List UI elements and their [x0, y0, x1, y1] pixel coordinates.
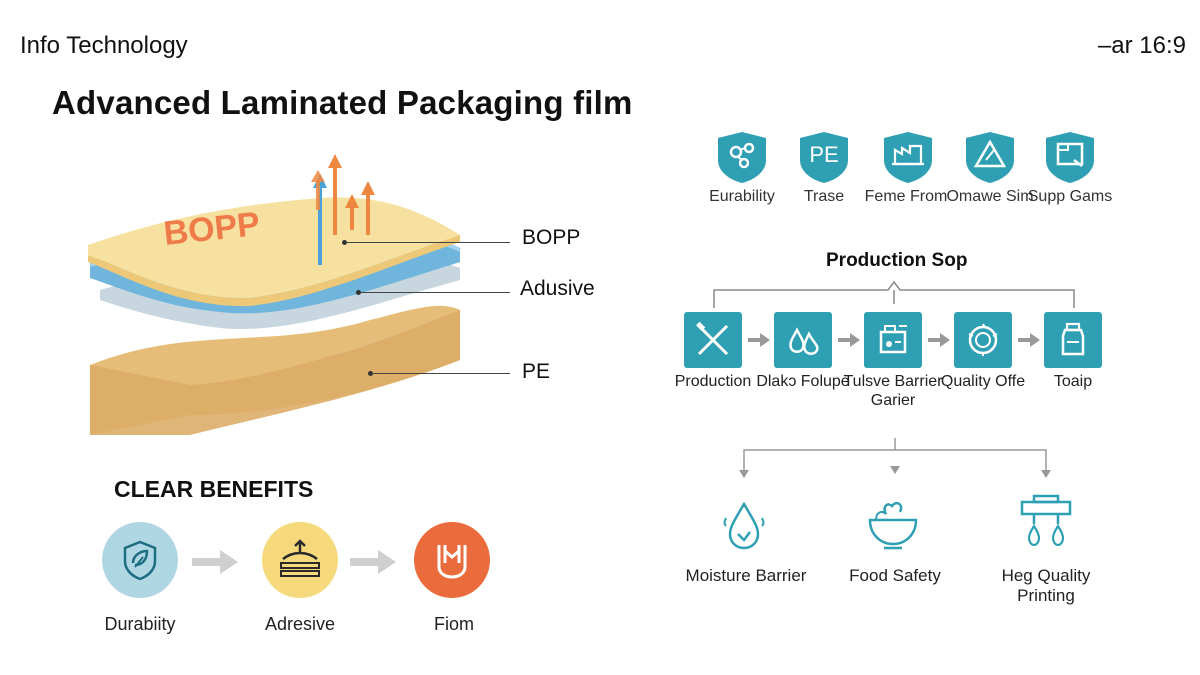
droplets-icon: [789, 327, 819, 355]
pe-badge-icon: PE: [800, 132, 848, 183]
tools-icon: [696, 321, 729, 356]
outcome-label-food-safety: Food Safety: [849, 566, 941, 585]
step-label-quality-offe: Quality Offe: [940, 373, 1026, 390]
label-pe: PE: [522, 360, 551, 383]
bopp-leader-dot: [342, 240, 347, 245]
outcome-connector: [739, 438, 1051, 478]
step-tulsve-barrier: [864, 312, 922, 368]
adhesive-leader-line: [360, 292, 510, 293]
arrow-right-icon: [838, 333, 860, 347]
arrow-right-icon: [1018, 333, 1040, 347]
outcome-label-printing: Heg Quality Printing: [1001, 566, 1091, 605]
shield-leaf-icon: [123, 540, 157, 581]
printer-icon: [1020, 494, 1072, 547]
step-dlak-folupe: [774, 312, 832, 368]
film-shield-icon: [437, 545, 467, 579]
tile-label-feme-from: Feme From: [864, 188, 948, 205]
production-brace: [713, 280, 1075, 308]
step-quality-offe: [954, 312, 1012, 368]
header-left-text: Info Technology: [20, 32, 188, 59]
arrow-right-icon: [350, 550, 396, 574]
permeation-arrows: [311, 154, 375, 265]
food-bowl-icon: [868, 501, 918, 550]
step-toaip: [1044, 312, 1102, 368]
pe-leader-line: [372, 373, 510, 374]
adhesive-layer-icon: [280, 539, 320, 577]
benefit-film: [414, 522, 490, 598]
warning-triangle-icon: [966, 132, 1014, 183]
label-bopp: BOPP: [522, 226, 581, 249]
benefit-label-adhesive: Adresive: [264, 614, 336, 634]
tile-label-omawe-sim: Omawe Sim: [946, 188, 1034, 205]
production-title: Production Sop: [826, 250, 968, 271]
factory-icon: [884, 132, 932, 183]
machine-icon: [879, 325, 907, 354]
quality-seal-icon: [968, 323, 998, 356]
pe-badge-text: PE: [809, 142, 838, 167]
page-title: Advanced Laminated Packaging film: [52, 84, 633, 121]
arrow-right-icon: [928, 333, 950, 347]
pe-layer-top: [90, 305, 460, 385]
document-icon: [1046, 132, 1094, 183]
tile-label-supp-gams: Supp Gams: [1027, 188, 1113, 205]
outcome-label-moisture: Moisture Barrier: [685, 566, 807, 585]
jar-icon: [1061, 322, 1085, 356]
benefit-adhesive: [262, 522, 338, 598]
molecule-shield-icon: [718, 132, 766, 183]
benefits-title: CLEAR BENEFITS: [114, 476, 314, 502]
step-label-dlak-folupe: Dlakɔ Folupe: [756, 373, 850, 390]
tile-label-eurability: Eurability: [709, 188, 775, 205]
step-label-tulsve-barrier: Tulsve Barrier Garier: [843, 373, 943, 409]
tile-label-trase: Trase: [803, 188, 845, 205]
step-label-production: Production: [674, 373, 752, 390]
water-drop-icon: [723, 501, 765, 550]
pe-leader-dot: [368, 371, 373, 376]
bopp-leader-line: [346, 242, 510, 243]
benefit-durability: [102, 522, 178, 598]
step-production: [684, 312, 742, 368]
arrow-right-icon: [192, 550, 238, 574]
benefit-label-film: Fiom: [434, 614, 474, 634]
arrow-right-icon: [748, 333, 770, 347]
benefit-label-durability: Durabiity: [104, 614, 176, 634]
label-adhesive: Adusive: [520, 277, 595, 300]
header-right-text: –ar 16:9: [1097, 32, 1186, 59]
laminate-layers-illustration: BOPP: [88, 154, 461, 435]
adhesive-leader-dot: [356, 290, 361, 295]
step-label-toaip: Toaip: [1053, 373, 1093, 390]
